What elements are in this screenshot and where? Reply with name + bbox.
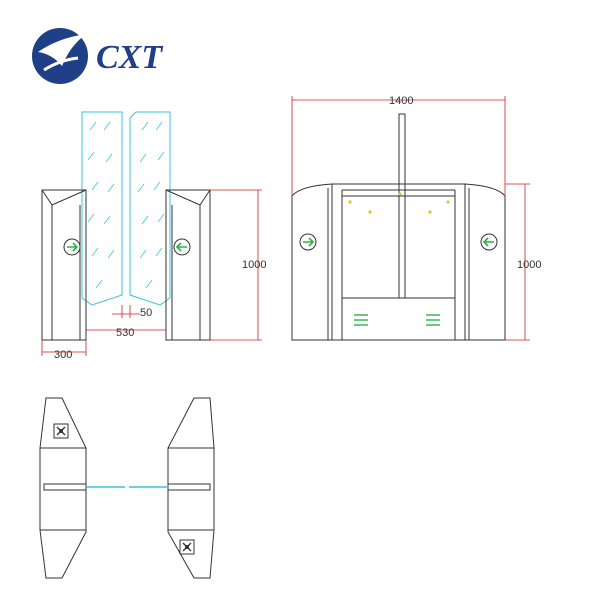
glass-hatching (87, 121, 165, 289)
vent-grille-left (354, 314, 368, 326)
dim-side-gap: 530 (116, 327, 134, 339)
front-arrow-left (299, 233, 317, 251)
brand-logo: CXT (32, 28, 163, 84)
side-view: 1000 530 300 50 (41, 111, 266, 361)
arrow-indicator-left (63, 238, 81, 256)
plan-cabinet-right (167, 397, 215, 579)
cabinet-left (41, 189, 87, 341)
front-arrow-right (480, 233, 498, 251)
dimension-lines-side (41, 189, 262, 356)
cabinet-right (165, 189, 211, 341)
front-view: 1400 1000 (291, 95, 541, 341)
logo-swoosh-line (43, 56, 79, 72)
dimension-lines-front (291, 96, 530, 341)
glass-panel-left (81, 111, 123, 306)
logo-swoosh (38, 34, 86, 66)
dim-front-width: 1400 (389, 95, 413, 107)
status-lights (348, 192, 450, 214)
dim-side-height: 1000 (242, 259, 266, 271)
arrow-indicator-right (173, 238, 191, 256)
fan-icon (53, 423, 69, 439)
vent-grille-right (426, 314, 440, 326)
dim-glass-gap: 50 (140, 307, 152, 319)
glass-panel-right (129, 111, 171, 306)
center-barrier-post (398, 113, 406, 299)
plan-view (39, 397, 215, 579)
dim-side-width: 300 (54, 349, 72, 361)
fan-icon (179, 539, 195, 555)
dim-front-height: 1000 (517, 259, 541, 271)
brand-name: CXT (96, 39, 163, 76)
